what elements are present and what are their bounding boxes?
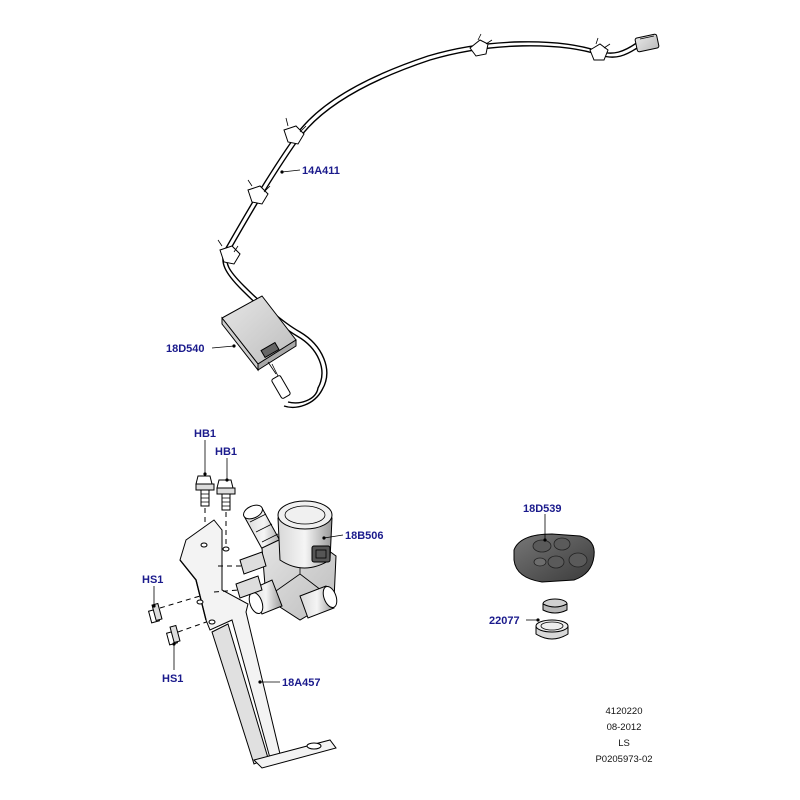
harness-clip — [217, 239, 241, 265]
harness-14a411 — [217, 33, 660, 408]
footer-model-code: LS — [618, 738, 630, 749]
valve-electrical-connector — [311, 545, 331, 563]
valve-outlet-pipe — [299, 585, 338, 619]
leader-lines — [152, 169, 547, 684]
callout-battery: 22077 — [489, 615, 520, 627]
bolt-hb1-2 — [216, 479, 236, 511]
drawing-reference-block: 4120220 08-2012 LS P0205973-02 — [595, 706, 652, 765]
footer-drawing-id: P0205973-02 — [595, 754, 652, 765]
callout-valve: 18B506 — [345, 530, 384, 542]
harness-end-connector — [634, 33, 660, 53]
bolt-hs1-axis — [159, 595, 201, 609]
harness-clip — [247, 179, 271, 205]
harness-receiver-connector — [271, 363, 291, 399]
footer-illustration-number: 4120220 — [606, 706, 643, 717]
harness-clip — [283, 117, 307, 145]
battery-22077 — [535, 598, 569, 640]
remote-fob-18d539 — [513, 533, 595, 583]
callout-bolt-hb1-lower: HB1 — [215, 446, 237, 458]
bracket-18a457 — [179, 519, 337, 769]
callout-bolt-hs1-lower: HS1 — [162, 673, 183, 685]
callout-bracket: 18A457 — [282, 677, 321, 689]
bolt-hb1-1 — [195, 475, 215, 507]
callout-harness: 14A411 — [302, 165, 340, 177]
callout-receiver: 18D540 — [166, 343, 205, 355]
footer-date: 08-2012 — [607, 722, 642, 733]
callout-remote: 18D539 — [523, 503, 562, 515]
harness-clip — [469, 33, 493, 57]
bolt-hs1-2 — [165, 624, 181, 646]
bolt-hs1-1 — [147, 602, 163, 624]
receiver-module-18d540 — [221, 295, 297, 375]
valve-18b506 — [213, 500, 338, 621]
callout-bolt-hb1-upper: HB1 — [194, 428, 216, 440]
callout-bolt-hs1-upper: HS1 — [142, 574, 163, 586]
harness-clip — [589, 37, 611, 61]
